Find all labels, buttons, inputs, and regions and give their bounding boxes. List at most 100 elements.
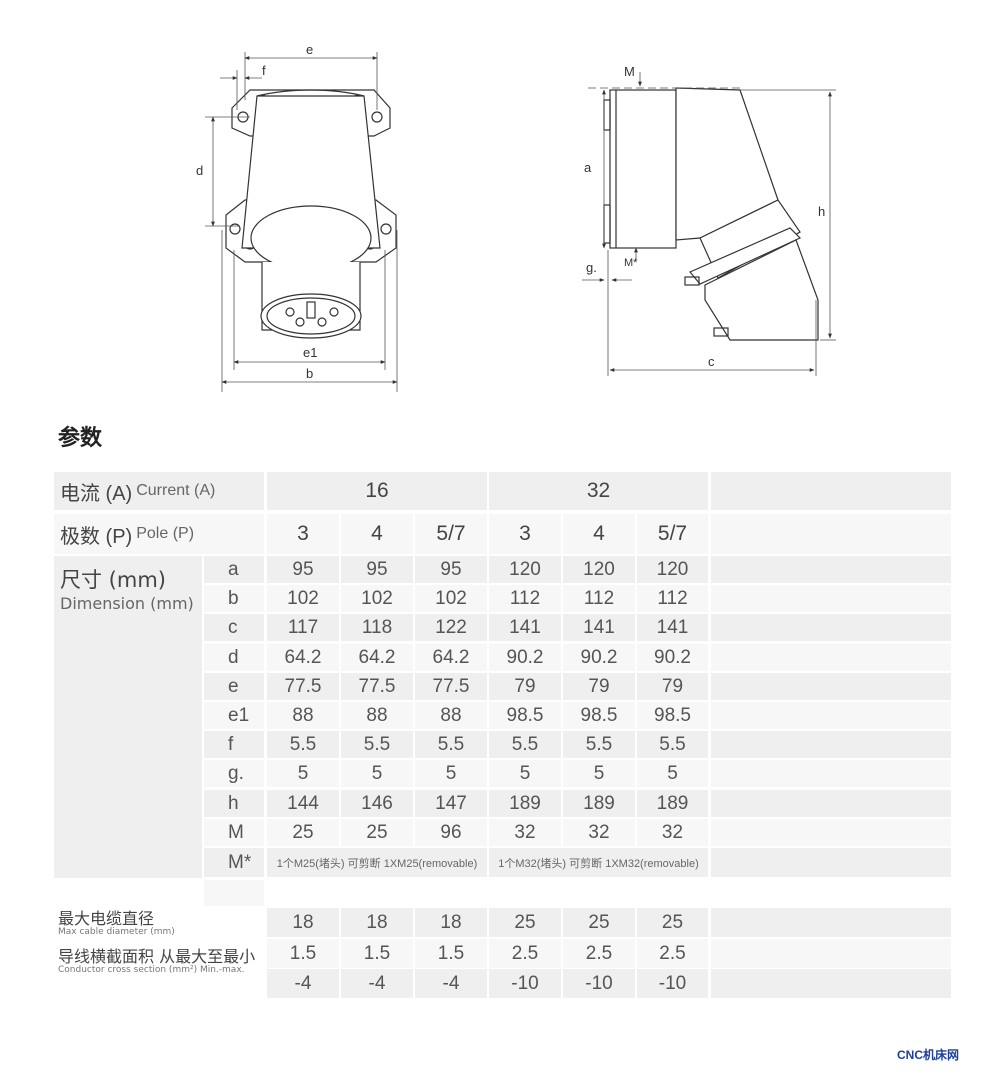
dim-value: 120 [563,556,635,583]
cable-label-cn: 最大电缆直径 [58,909,155,928]
dim-key: h [204,790,264,817]
dim-label-h: h [818,204,825,219]
dim-value: 79 [563,673,635,700]
watermark-logo: CNC机床网 [897,1048,959,1062]
pole-value: 4 [341,514,413,554]
low-value: 18 [267,908,339,937]
dim-value: 88 [341,702,413,729]
pole-value: 3 [489,514,561,554]
dim-value: 5.5 [267,731,339,758]
dim-value: 189 [489,790,561,817]
section-label: 导线横截面积 从最大至最小 Conductor cross section (m… [58,948,255,975]
dim-key: f [204,731,264,758]
dim-value: 144 [267,790,339,817]
low-value: -4 [341,969,413,998]
dim-label-d: d [196,163,203,178]
dim-value: 112 [489,585,561,612]
dim-key-mstar: M* [204,848,264,877]
low-value: 25 [637,908,708,937]
dim-value: 141 [489,614,561,641]
dimension-label-cn: 尺寸 (mm) [60,568,166,592]
dim-empty [711,585,951,612]
dim-empty [711,760,951,787]
dim-empty [711,702,951,729]
dim-value: 88 [267,702,339,729]
low-value: 1.5 [415,939,487,968]
dim-value: 5.5 [489,731,561,758]
low-value: 2.5 [563,939,635,968]
dim-value: 64.2 [267,644,339,671]
dim-key: a [204,556,264,583]
dim-value: 117 [267,614,339,641]
dim-key: b [204,585,264,612]
dim-value: 102 [267,585,339,612]
pole-value: 5/7 [637,514,708,554]
dim-value: 32 [563,819,635,846]
dimension-label: 尺寸 (mm) Dimension (mm) [54,556,202,878]
current-empty [711,472,951,510]
low-empty [711,969,951,998]
dim-empty [711,673,951,700]
current-label: 电流 (A) Current (A) [54,472,264,510]
cable-label: 最大电缆直径 Max cable diameter (mm) [58,910,175,937]
dim-key: e [204,673,264,700]
dim-value: 96 [415,819,487,846]
side-view-drawing [603,87,819,341]
low-value: 1.5 [267,939,339,968]
dim-value: 98.5 [489,702,561,729]
dim-value: 102 [415,585,487,612]
dim-empty [711,731,951,758]
low-value: -10 [489,969,561,998]
dim-label-g: g. [586,260,597,275]
dim-value: 64.2 [415,644,487,671]
mstar-32: 1个M32(堵头) 可剪断 1XM32(removable) [489,848,708,877]
section-label-en: Conductor cross section (mm²) Min.-max. [58,965,245,975]
dim-key: d [204,644,264,671]
dim-value: 98.5 [637,702,708,729]
dim-value: 79 [637,673,708,700]
dim-value: 79 [489,673,561,700]
dim-value: 25 [267,819,339,846]
dim-value: 5 [637,760,708,787]
dim-label-b: b [306,366,313,381]
low-value: -10 [563,969,635,998]
dim-label-e: e [306,42,313,57]
current-32: 32 [489,472,708,510]
low-value: 25 [563,908,635,937]
dim-value: 77.5 [267,673,339,700]
cable-label-en: Max cable diameter (mm) [58,927,175,937]
dim-key: g. [204,760,264,787]
section-label-cn: 导线横截面积 从最大至最小 [58,947,256,966]
low-value: -10 [637,969,708,998]
section-title: 参数 [58,426,103,451]
dim-value: 5 [489,760,561,787]
dim-value: 112 [637,585,708,612]
dim-empty [711,614,951,641]
pole-label: 极数 (P) Pole (P) [54,514,264,554]
dim-value: 90.2 [563,644,635,671]
mstar-16: 1个M25(堵头) 可剪断 1XM25(removable) [267,848,487,877]
dim-value: 32 [489,819,561,846]
pole-value: 5/7 [415,514,487,554]
low-value: 25 [489,908,561,937]
pole-label-en: Pole (P) [136,525,195,542]
low-value: 2.5 [489,939,561,968]
low-value: 1.5 [341,939,413,968]
current-label-en: Current (A) [136,482,216,499]
low-value: 18 [415,908,487,937]
dim-value: 102 [341,585,413,612]
dim-value: 146 [341,790,413,817]
dim-value: 95 [267,556,339,583]
dim-empty [711,790,951,817]
dim-value: 118 [341,614,413,641]
dim-value: 5 [341,760,413,787]
dim-value: 120 [489,556,561,583]
dim-label-f: f [262,63,266,78]
mstar-empty [711,848,951,877]
dim-value: 5 [563,760,635,787]
dim-value: 189 [563,790,635,817]
pole-empty [711,514,951,554]
low-empty [711,939,951,968]
dim-value: 77.5 [341,673,413,700]
dim-key: e1 [204,702,264,729]
